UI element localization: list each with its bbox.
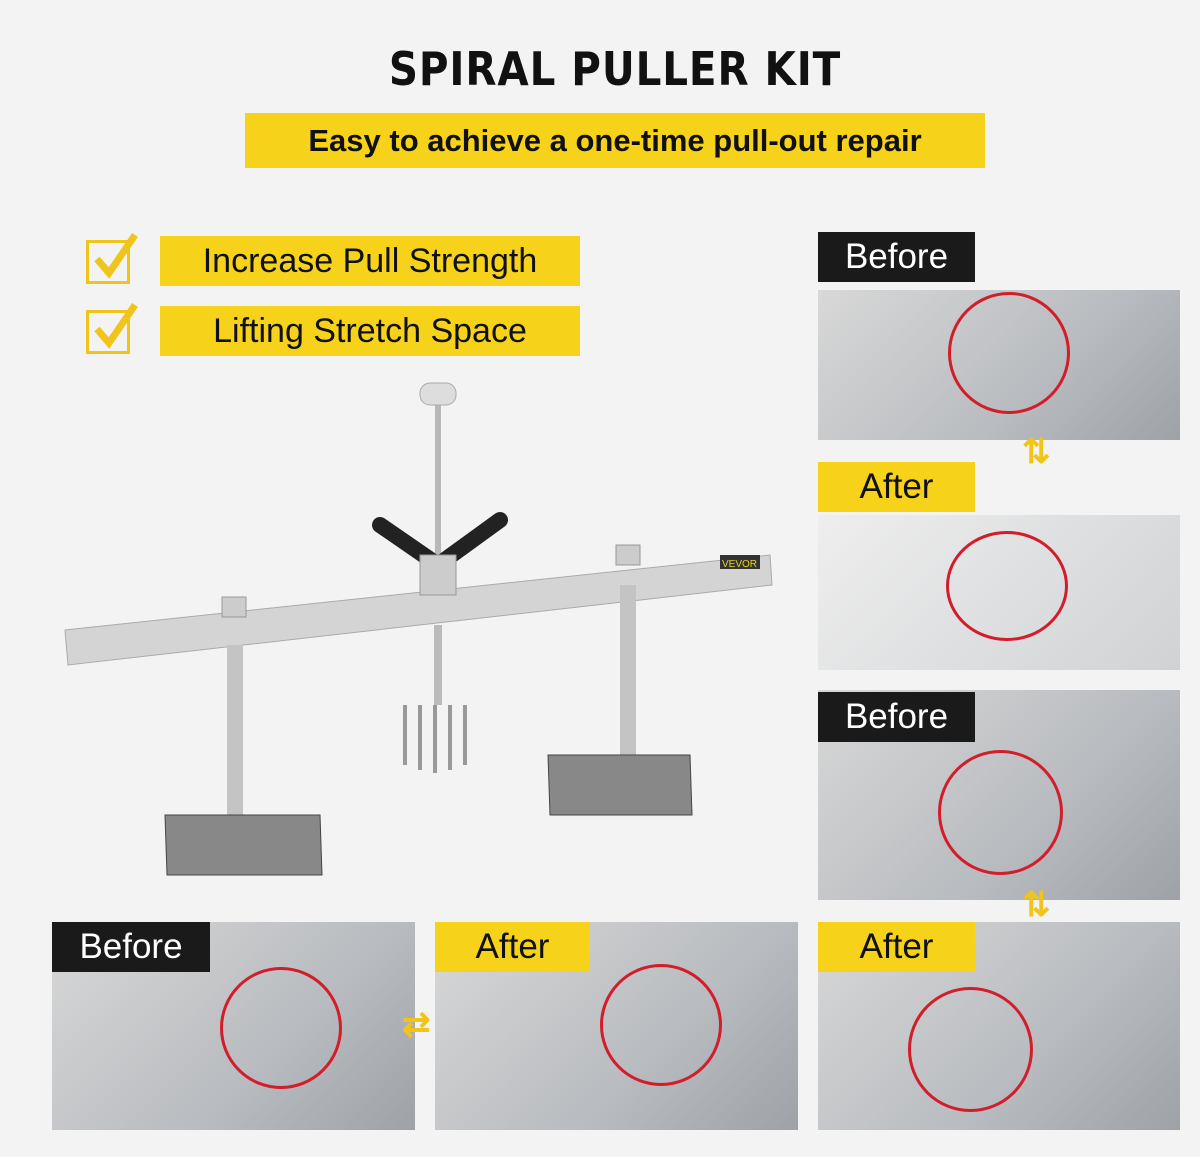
before-photo-door-handle xyxy=(818,290,1180,440)
page-title: SPIRAL PULLER KIT xyxy=(388,42,842,96)
checkbox-checked-icon xyxy=(86,303,138,354)
swap-arrows-icon: ⇅ xyxy=(1022,433,1051,471)
spiral-puller-product-image: VEVOR xyxy=(64,382,773,876)
swap-arrows-icon: ⇅ xyxy=(1022,886,1051,924)
after-label: After xyxy=(818,462,975,512)
swap-arrows-icon: ⇄ xyxy=(402,1006,431,1044)
brand-logo: VEVOR xyxy=(722,559,757,570)
subtitle-banner: Easy to achieve a one-time pull-out repa… xyxy=(245,113,985,168)
before-label: Before xyxy=(52,922,210,972)
checkbox-checked-icon xyxy=(86,233,138,284)
before-label: Before xyxy=(818,232,975,282)
after-label: After xyxy=(435,922,590,972)
feature-lifting-stretch-space: Lifting Stretch Space xyxy=(160,306,580,356)
after-label: After xyxy=(818,922,975,972)
before-label: Before xyxy=(818,692,975,742)
after-photo-door-handle xyxy=(818,515,1180,670)
feature-increase-pull-strength: Increase Pull Strength xyxy=(160,236,580,286)
